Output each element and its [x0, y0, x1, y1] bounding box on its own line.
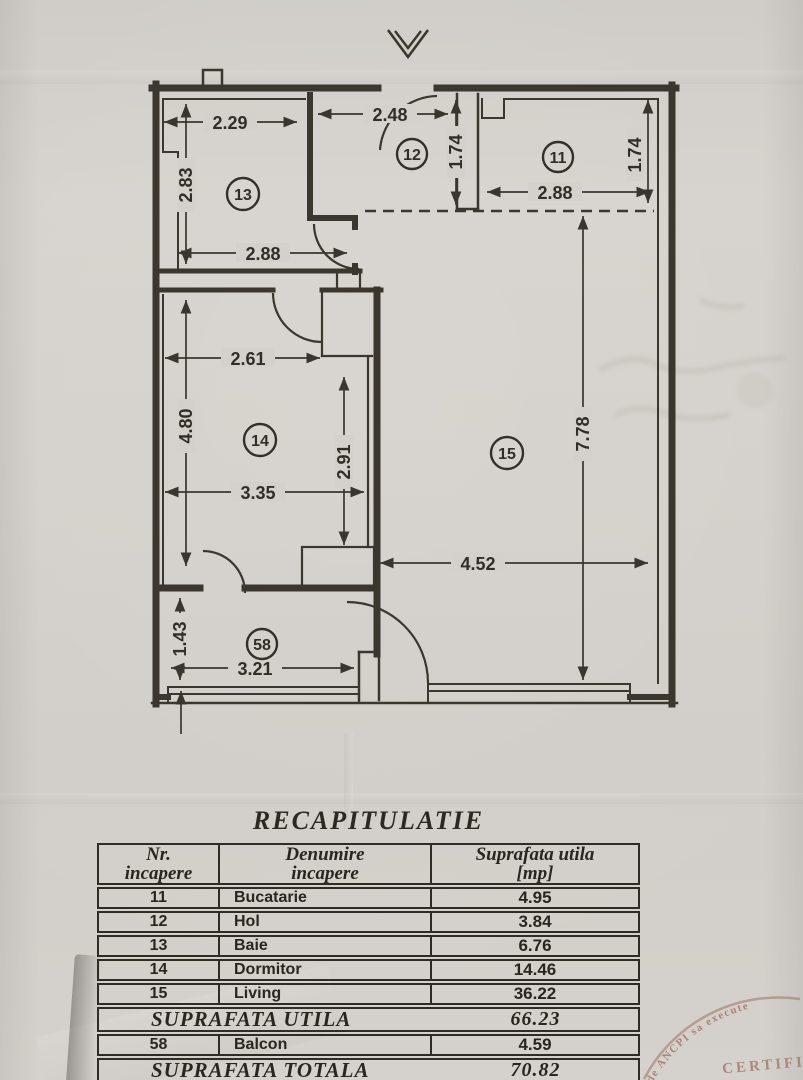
- svg-text:7.78: 7.78: [573, 416, 593, 451]
- svg-text:3.21: 3.21: [237, 659, 272, 679]
- subtotal-value: 66.23: [510, 1008, 561, 1030]
- living-balcony-door-arc: [346, 600, 430, 684]
- room-area: 14.46: [513, 960, 557, 979]
- dim-kitchen-right: 1.74: [625, 99, 654, 203]
- room-name: Dormitor: [220, 961, 432, 979]
- room-name: Baie: [220, 937, 432, 955]
- room-label-15: 15: [489, 435, 525, 471]
- room-number-labels: 13 12 11 14 15 58: [225, 137, 575, 661]
- table-header-row: Nr. incapere Denumire incapere Suprafata…: [97, 843, 640, 885]
- dim-bathroom-bottom: 2.88: [178, 243, 347, 264]
- windows: [167, 683, 631, 704]
- room-nr: 11: [99, 889, 220, 907]
- walls: [148, 68, 680, 708]
- dim-hall-top: 2.48: [318, 104, 448, 125]
- certification-stamp: de ANCPI sa execute CERTIFIC: [642, 996, 803, 1080]
- room-nr: 14: [99, 961, 220, 979]
- room-area: 4.59: [518, 1035, 552, 1054]
- room-label-13: 13: [225, 176, 261, 212]
- room-area: 36.22: [513, 984, 557, 1003]
- table-row: 11 Bucatarie 4.95: [97, 887, 640, 909]
- room-name: Hol: [220, 913, 432, 931]
- svg-text:13: 13: [234, 187, 252, 204]
- table-row: 12 Hol 3.84: [97, 911, 640, 933]
- table-row: 15 Living 36.22: [97, 983, 640, 1005]
- chimney-bump: [201, 68, 224, 88]
- room-nr: 12: [99, 913, 220, 931]
- svg-text:11: 11: [550, 150, 567, 167]
- recap-title: RECAPITULATIE: [252, 806, 485, 835]
- svg-text:12: 12: [403, 147, 421, 164]
- table-row: 14 Dormitor 14.46: [97, 959, 640, 981]
- total-row: SUPRAFATA TOTALA 70.82: [97, 1058, 640, 1080]
- svg-text:2.83: 2.83: [176, 167, 196, 202]
- bedroom-door-arc: [271, 292, 323, 344]
- subtotal-row: SUPRAFATA UTILA 66.23: [97, 1007, 640, 1032]
- header-suprafata: Suprafata utila [mp]: [475, 844, 595, 884]
- dim-balcony-bottom: 3.21: [171, 658, 354, 679]
- entrance-arrow-icon: [386, 29, 430, 60]
- room-nr: 58: [99, 1036, 220, 1054]
- svg-text:58: 58: [253, 637, 271, 654]
- room-label-58: 58: [245, 627, 279, 661]
- dim-living-height: 7.78: [573, 216, 593, 680]
- header-denumire: Denumire incapere: [220, 845, 432, 883]
- dim-bathroom-left: 2.83: [176, 103, 196, 264]
- svg-text:3.35: 3.35: [240, 483, 275, 503]
- bathroom-door-arc: [312, 223, 360, 271]
- svg-text:2.88: 2.88: [245, 244, 280, 264]
- balcony-window: [167, 686, 360, 704]
- svg-text:15: 15: [498, 446, 516, 463]
- svg-text:4.80: 4.80: [176, 408, 196, 443]
- svg-text:1.74: 1.74: [625, 137, 645, 172]
- svg-text:14: 14: [251, 433, 269, 450]
- dim-hall-right: 1.74: [446, 99, 466, 205]
- dim-bedroom-bottom: 3.35: [165, 482, 364, 503]
- stamp-certify-text: CERTIFIC: [722, 1053, 803, 1077]
- svg-text:2.61: 2.61: [230, 349, 265, 369]
- room-nr: 13: [99, 937, 220, 955]
- header-nr: Nr. incapere: [99, 845, 220, 883]
- total-label: SUPRAFATA TOTALA: [151, 1058, 370, 1080]
- bedroom-balcony-door-arc: [202, 549, 247, 594]
- room-nr: 15: [99, 985, 220, 1003]
- svg-text:2.29: 2.29: [212, 113, 247, 133]
- room-label-11: 11: [541, 140, 575, 174]
- svg-text:2.88: 2.88: [537, 183, 572, 203]
- wardrobe-block: [300, 545, 376, 590]
- svg-text:4.52: 4.52: [460, 554, 495, 574]
- doors: [202, 94, 438, 684]
- total-value: 70.82: [510, 1059, 561, 1080]
- room-area: 4.95: [518, 888, 552, 907]
- stamp-arc: [642, 996, 801, 1080]
- dim-bathroom-top: 2.29: [164, 112, 297, 133]
- recap-table: Nr. incapere Denumire incapere Suprafata…: [97, 843, 640, 1080]
- table-row-balcony: 58 Balcon 4.59: [97, 1034, 640, 1056]
- recap-section: RECAPITULATIE Nr. incapere Denumire inca…: [97, 806, 640, 1080]
- dim-living-width: 4.52: [380, 553, 648, 574]
- svg-text:2.48: 2.48: [372, 105, 407, 125]
- room-area: 3.84: [518, 912, 552, 931]
- svg-text:1.43: 1.43: [170, 621, 190, 656]
- subtotal-label: SUPRAFATA UTILA: [151, 1007, 352, 1031]
- room-name: Bucatarie: [220, 889, 432, 907]
- room-area: 6.76: [518, 936, 552, 955]
- room-label-14: 14: [242, 422, 278, 458]
- wall-pier: [335, 270, 362, 292]
- dim-bedroom-top: 2.61: [165, 348, 320, 369]
- bleedthrough-marks: [598, 297, 786, 422]
- svg-text:1.74: 1.74: [446, 134, 466, 169]
- floor-plan: 2.29 2.83 2.88 2.48 1.74: [148, 29, 786, 734]
- table-row: 13 Baie 6.76: [97, 935, 640, 957]
- svg-text:2.91: 2.91: [334, 444, 354, 479]
- room-label-12: 12: [395, 137, 429, 171]
- room-name: Balcon: [220, 1036, 432, 1054]
- paper-crease: [0, 793, 803, 804]
- living-window: [427, 683, 631, 704]
- dimensions: 2.29 2.83 2.88 2.48 1.74: [164, 99, 654, 734]
- dim-kitchen-width: 2.88: [487, 182, 650, 203]
- dim-bedroom-recess: 2.91: [334, 377, 354, 545]
- room-name: Living: [220, 985, 432, 1003]
- dim-bedroom-left: 4.80: [176, 300, 196, 566]
